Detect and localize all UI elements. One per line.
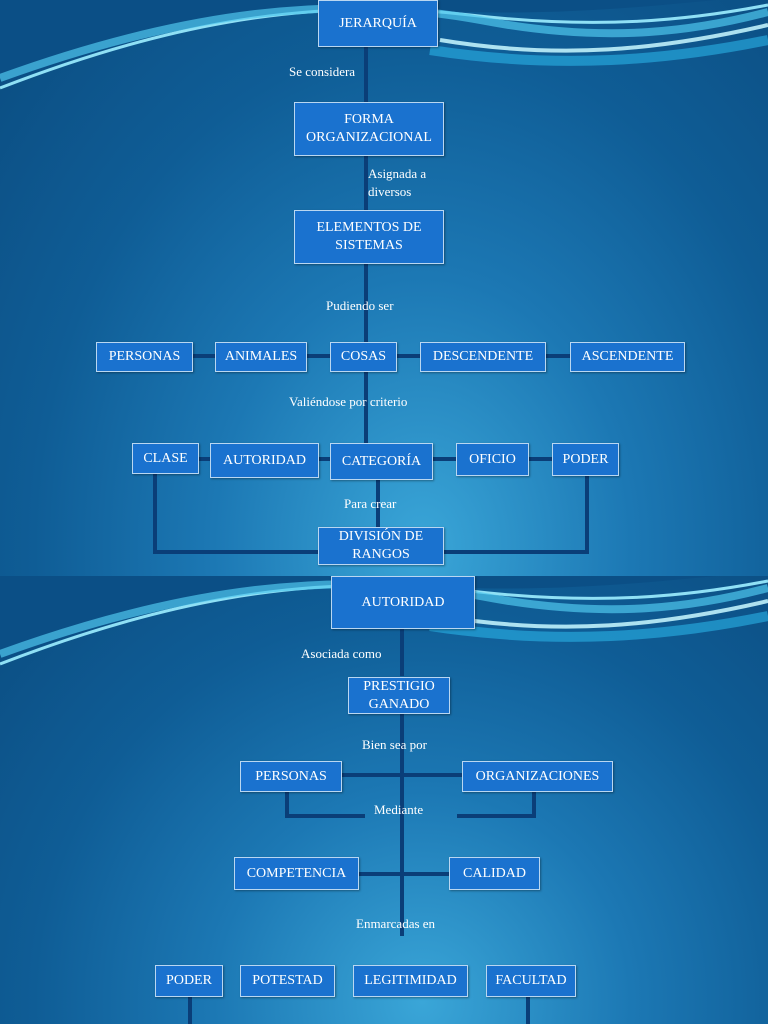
box-personas: PERSONAS: [96, 342, 193, 372]
box-division-de-rangos: DIVISIÓN DE RANGOS: [318, 527, 444, 565]
label-para-crear: Para crear: [344, 496, 397, 511]
label-se-considera: Se considera: [289, 64, 356, 79]
box-jerarquia: JERARQUÍA: [318, 0, 438, 47]
label-bien-sea-por: Bien sea por: [362, 737, 427, 752]
box-label: AUTORIDAD: [223, 452, 306, 468]
box-autoridad: AUTORIDAD: [331, 576, 475, 629]
box-cosas: COSAS: [330, 342, 397, 372]
box-label: DESCENDENTE: [432, 349, 534, 364]
box-label: ANIMALES: [224, 349, 298, 364]
label-valiendose: Valiéndose por criterio: [289, 394, 408, 409]
box-label: JERARQUÍA: [339, 15, 417, 31]
slide-jerarquia: JERARQUÍA Se considera FORMA ORGANIZACIO…: [0, 0, 768, 576]
box-label: PODER: [166, 973, 212, 988]
label-pudiendo-ser: Pudiendo ser: [326, 298, 394, 313]
box-forma-organizacional: FORMA ORGANIZACIONAL: [294, 102, 444, 156]
box-calidad: CALIDAD: [449, 857, 540, 890]
box-clase: CLASE: [132, 443, 199, 474]
box-label: AUTORIDAD: [361, 594, 445, 610]
box-label: CALIDAD: [463, 865, 526, 881]
box-prestigio-ganado: PRESTIGIO GANADO: [348, 677, 450, 714]
box-label: POTESTAD: [252, 973, 323, 988]
box-oficio: OFICIO: [456, 443, 529, 476]
label-mediante: Mediante: [374, 802, 424, 817]
box-personas: PERSONAS: [240, 761, 342, 792]
box-ascendente: ASCENDENTE: [570, 342, 685, 372]
box-label: PERSONAS: [108, 349, 181, 364]
label-diversos: diversos: [368, 184, 412, 199]
box-label: FACULTAD: [495, 973, 567, 988]
box-label: COMPETENCIA: [246, 865, 347, 881]
box-animales: ANIMALES: [215, 342, 307, 372]
label-asociada-como: Asociada como: [301, 646, 382, 661]
box-label: ELEMENTOS DE SISTEMAS: [316, 220, 422, 253]
box-organizaciones: ORGANIZACIONES: [462, 761, 613, 792]
box-label: FORMA ORGANIZACIONAL: [306, 112, 432, 145]
connector-lines: [188, 628, 536, 1024]
box-potestad: POTESTAD: [240, 965, 335, 997]
box-descendente: DESCENDENTE: [420, 342, 546, 372]
box-competencia: COMPETENCIA: [234, 857, 359, 890]
box-facultad: FACULTAD: [486, 965, 576, 997]
box-autoridad: AUTORIDAD: [210, 443, 319, 478]
box-label: COSAS: [340, 349, 387, 364]
box-label: CATEGORÍA: [341, 453, 422, 469]
box-label: PERSONAS: [255, 768, 327, 784]
box-label: CLASE: [143, 450, 188, 466]
label-asignada-a: Asignada a: [368, 166, 427, 181]
label-enmarcadas-en: Enmarcadas en: [356, 916, 436, 931]
slide-autoridad: AUTORIDAD Asociada como PRESTIGIO GANADO…: [0, 576, 768, 1024]
connector-lines: [153, 46, 589, 554]
box-poder: PODER: [552, 443, 619, 476]
box-label: PODER: [562, 451, 609, 467]
box-elementos-de-sistemas: ELEMENTOS DE SISTEMAS: [294, 210, 444, 264]
box-label: ASCENDENTE: [581, 349, 674, 364]
box-label: OFICIO: [469, 451, 516, 467]
box-poder: PODER: [155, 965, 223, 997]
box-label: DIVISIÓN DE RANGOS: [338, 529, 424, 562]
box-label: ORGANIZACIONES: [475, 768, 600, 784]
box-legitimidad: LEGITIMIDAD: [353, 965, 468, 997]
box-label: PRESTIGIO GANADO: [363, 678, 435, 712]
box-label: LEGITIMIDAD: [364, 973, 457, 988]
box-categoria: CATEGORÍA: [330, 443, 433, 480]
